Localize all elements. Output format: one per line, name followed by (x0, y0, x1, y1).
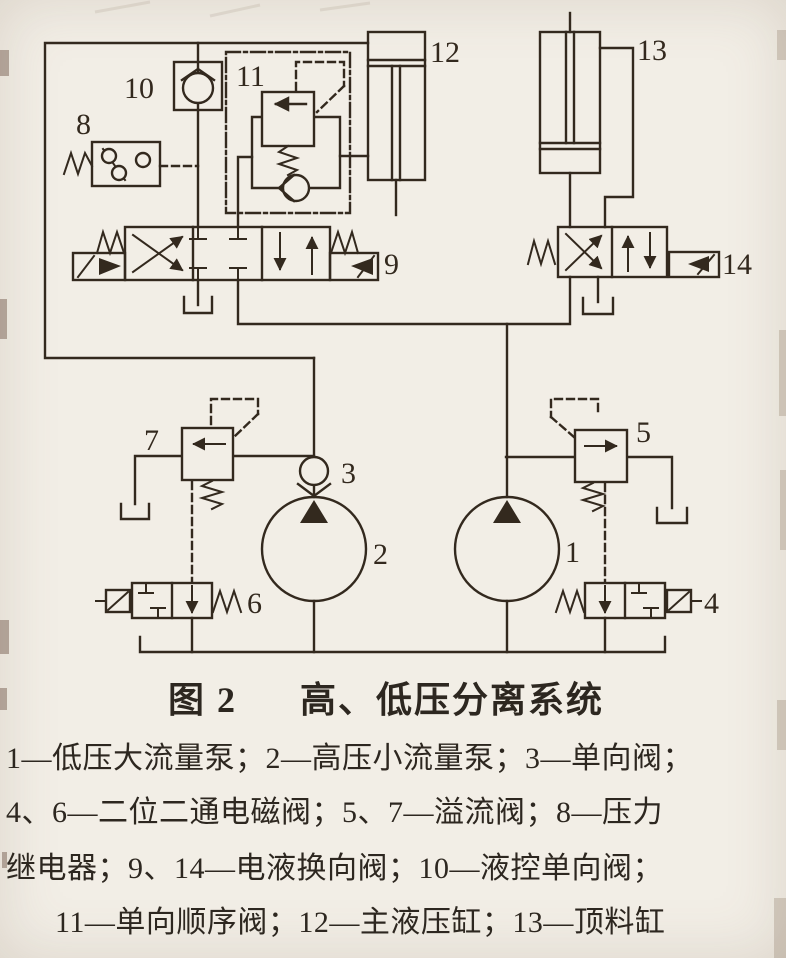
component-label-10: 10 (124, 72, 154, 105)
component-label-2: 2 (373, 538, 388, 571)
directional-valve-9: 9 (71, 225, 399, 315)
component-label-7: 7 (144, 424, 159, 457)
component-label-14: 14 (722, 248, 752, 281)
figure-legend: 1—低压大流量泵；2—高压小流量泵；3—单向阀； 4、6—二位二通电磁阀；5、7… (6, 742, 693, 939)
component-label-11: 11 (236, 60, 265, 93)
component-label-6: 6 (247, 587, 262, 620)
directional-valve-14: 14 (526, 225, 752, 316)
relief-valve-7: 7 (119, 424, 235, 521)
pump-2: 2 (260, 495, 388, 603)
component-label-9: 9 (384, 248, 399, 281)
component-label-13: 13 (637, 34, 667, 67)
legend-line-4: 11—单向顺序阀；12—主液压缸；13—顶料缸 (55, 906, 665, 939)
component-label-1: 1 (565, 536, 580, 569)
pressure-relay-8: 8 (62, 108, 162, 188)
component-label-8: 8 (76, 108, 91, 141)
component-label-12: 12 (430, 36, 460, 69)
piping-lines (43, 41, 674, 654)
pump-1: 1 (453, 495, 580, 603)
figure-caption: 图 2 高、低压分离系统 (168, 680, 604, 720)
check-valve-3: 3 (296, 455, 356, 498)
legend-line-1: 1—低压大流量泵；2—高压小流量泵；3—单向阀； (6, 742, 693, 775)
relief-valve-5: 5 (573, 416, 689, 525)
figure-number: 图 2 (168, 680, 237, 720)
main-cylinder-12: 12 (366, 30, 460, 217)
sequence-valve-unit-11: 11 (224, 50, 352, 215)
solenoid-valve-4: 4 (554, 581, 719, 620)
pilot-lines (158, 60, 607, 583)
pilot-check-valve-10: 10 (124, 60, 224, 112)
component-label-3: 3 (341, 457, 356, 490)
ejector-cylinder-13: 13 (538, 11, 667, 175)
solenoid-valve-6: 6 (95, 581, 262, 620)
figure-title: 高、低压分离系统 (300, 680, 604, 720)
component-label-5: 5 (636, 416, 651, 449)
legend-line-2: 4、6—二位二通电磁阀；5、7—溢流阀；8—压力 (6, 796, 663, 829)
legend-line-3: 继电器；9、14—电液换向阀；10—液控单向阀； (6, 852, 663, 885)
component-label-4: 4 (704, 587, 719, 620)
